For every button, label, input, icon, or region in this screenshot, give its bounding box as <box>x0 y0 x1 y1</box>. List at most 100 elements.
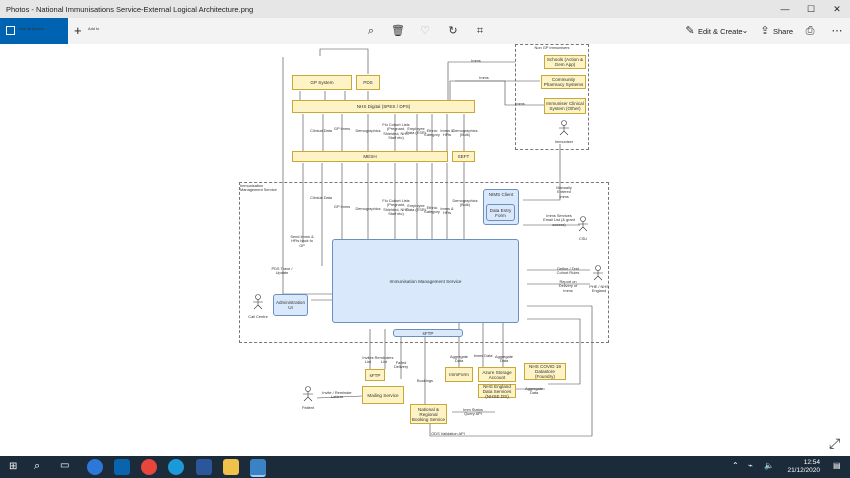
crop-icon[interactable]: ⌗ <box>476 25 484 37</box>
report-delivery-label: Report on Delivery of Imms <box>558 279 578 293</box>
nims-client-label: NIMS Client <box>488 192 514 197</box>
seft-box: SEFT <box>452 151 475 162</box>
maximize-button[interactable]: ☐ <box>806 4 816 14</box>
favorite-icon[interactable]: ♡ <box>420 25 430 37</box>
see-all-photos-label: See all photos <box>19 26 44 31</box>
more-icon[interactable]: ⋯ <box>831 25 843 37</box>
clock[interactable]: 12:54 21/12/2020 <box>787 459 820 475</box>
network-icon[interactable]: ⌁ <box>748 461 753 470</box>
non-gp-boundary <box>515 44 589 150</box>
task-view-icon[interactable]: ▭ <box>60 460 70 471</box>
file-explorer-icon[interactable] <box>223 459 239 475</box>
csu-label: CSU <box>578 236 588 241</box>
community-pharmacy-box: Community Pharmacy Systems <box>541 75 586 89</box>
ims-boundary <box>239 182 609 343</box>
zoom-icon[interactable]: ⌕ <box>367 25 375 37</box>
photos-app-icon[interactable] <box>250 459 266 477</box>
patient-label: Patient <box>301 405 315 410</box>
rotate-icon[interactable]: ↻ <box>448 25 458 37</box>
imms-label-3: Imms <box>515 101 525 106</box>
gp-imms-label: GP Imms <box>333 126 351 131</box>
plus-icon: + <box>74 23 82 38</box>
minimize-button[interactable]: — <box>780 4 790 14</box>
demographics-label-2: Demographics <box>355 206 381 211</box>
covid-datastore-box: NHS COVID 19 Datastore (Foundry) <box>524 363 566 380</box>
window-title: Photos - National Immunisations Service-… <box>6 5 254 14</box>
pds-trace-label: PDS Trace / Update <box>271 266 293 276</box>
admin-ui-box: Administration UI <box>273 294 308 316</box>
aggregate-data-label-3: Aggregate Data <box>525 386 543 396</box>
ims-main-box: Immunisation Management Service <box>332 239 519 323</box>
edit-icon: ✎ <box>685 25 695 37</box>
imms-label-2: Imms <box>479 75 489 80</box>
immuniser-actor-icon <box>559 120 569 136</box>
booking-service-box: National & Regional Booking Service <box>410 404 447 424</box>
nhsds-box: NHS England Data Services (NHSE DS) <box>478 384 516 399</box>
edge-legacy-icon[interactable] <box>87 459 103 475</box>
failed-delivery-label: Failed Delivery <box>393 360 409 370</box>
imms-hfts-label: Imms & HFts <box>440 128 454 138</box>
see-all-photos-button[interactable]: See all photos <box>0 18 68 44</box>
ethnic-category-label-2: Ethnic Category <box>424 205 440 215</box>
imms-hfts-label-2: Imms & HFts <box>440 206 454 216</box>
imm-status-label: Imm Status Query API <box>463 407 483 417</box>
clinical-data-label-2: Clinical Data <box>310 195 332 200</box>
imms-data-label: Imms Data <box>473 353 493 358</box>
ethnic-category-label: Ethnic Category <box>424 128 440 138</box>
sftp-small-box: sFTP <box>365 369 385 381</box>
photos-icon <box>6 26 15 35</box>
clock-time: 12:54 <box>803 459 820 466</box>
azure-storage-box: Azure Storage Account <box>478 367 516 382</box>
send-imms-label: Send Imms & HFts back to GP <box>290 234 314 248</box>
windows-start-icon[interactable]: ⊞ <box>9 461 18 472</box>
phe-actor-icon <box>593 265 603 281</box>
flu-cohort-label: Flu Cohort Lists (Pregnant, Shielded, NH… <box>382 122 410 141</box>
toolbar: See all photos + Add to ⌕ 🗑 ♡ ↻ ⌗ ✎ Edit… <box>0 18 850 45</box>
call-centre-actor-icon <box>253 294 263 310</box>
pds-box: PDS <box>356 75 380 90</box>
clinical-data-label: Clinical Data <box>310 128 332 133</box>
schools-box: Schools (Action & Gem App) <box>544 55 586 69</box>
mailing-service-box: Mailing Service <box>362 386 404 404</box>
close-button[interactable]: ✕ <box>833 4 841 14</box>
share-icon: ⇪ <box>760 25 770 37</box>
demographics-bulk-label-2: Demographics (Bulk) <box>452 198 478 208</box>
chevron-down-icon[interactable]: ⌄ <box>741 26 749 35</box>
manually-entered-label: Manually Entered Imms <box>556 185 572 199</box>
image-canvas: Non GP Immunisers Immunisation Managemen… <box>0 44 850 456</box>
invites-label: Invites List <box>362 355 374 365</box>
taskbar: ⊞ ⌕ ▭ ⌃ ⌁ 🔈 12:54 21/12/2020 ▤ <box>0 456 850 478</box>
delete-icon[interactable]: 🗑 <box>391 25 405 37</box>
notifications-icon[interactable]: ▤ <box>833 461 841 470</box>
aggregate-data-label-2: Aggregate Data <box>495 354 513 364</box>
aggregate-data-label: Aggregate Data <box>450 354 468 364</box>
define-cohort-label: Define / Test Cohort Rules <box>556 266 580 276</box>
add-to-label: Add to <box>88 26 100 31</box>
imms-label: Imms <box>471 58 481 63</box>
non-gp-label: Non GP Immunisers <box>534 45 570 50</box>
imms-services-label: Imms Services Email List (& grant access… <box>543 213 575 227</box>
demographics-bulk-label: Demographics (Bulk) <box>452 128 478 138</box>
word-icon[interactable] <box>196 459 212 475</box>
outlook-icon[interactable] <box>114 459 130 475</box>
gp-system-box: GP System <box>292 75 352 90</box>
share-button[interactable]: Share <box>773 27 794 36</box>
bookings-label: Bookings <box>416 378 433 383</box>
expand-icon[interactable]: ⤢ <box>829 435 841 451</box>
patient-actor-icon <box>303 386 313 402</box>
volume-icon[interactable]: 🔈 <box>764 461 774 470</box>
employee-data-label-2: Employee Data (ESR) <box>406 203 426 213</box>
sftp-bar-box: sFTP <box>393 329 463 337</box>
flu-cohort-label-2: Flu Cohort Lists (Pregnant, Shielded, NH… <box>382 198 410 217</box>
csu-actor-icon <box>578 216 588 232</box>
reminders-label: Reminders List <box>374 355 394 365</box>
print-icon[interactable]: ⎙ <box>805 25 815 37</box>
chevron-up-icon[interactable]: ⌃ <box>732 461 739 470</box>
title-bar: Photos - National Immunisations Service-… <box>0 0 850 18</box>
gp-imms-label-2: GP Imms <box>333 204 351 209</box>
mesh-box: MESH <box>292 151 448 162</box>
edit-create-button[interactable]: Edit & Create <box>698 27 743 36</box>
chrome-icon[interactable] <box>141 459 157 475</box>
edge-icon[interactable] <box>168 459 184 475</box>
search-icon[interactable]: ⌕ <box>34 460 41 472</box>
